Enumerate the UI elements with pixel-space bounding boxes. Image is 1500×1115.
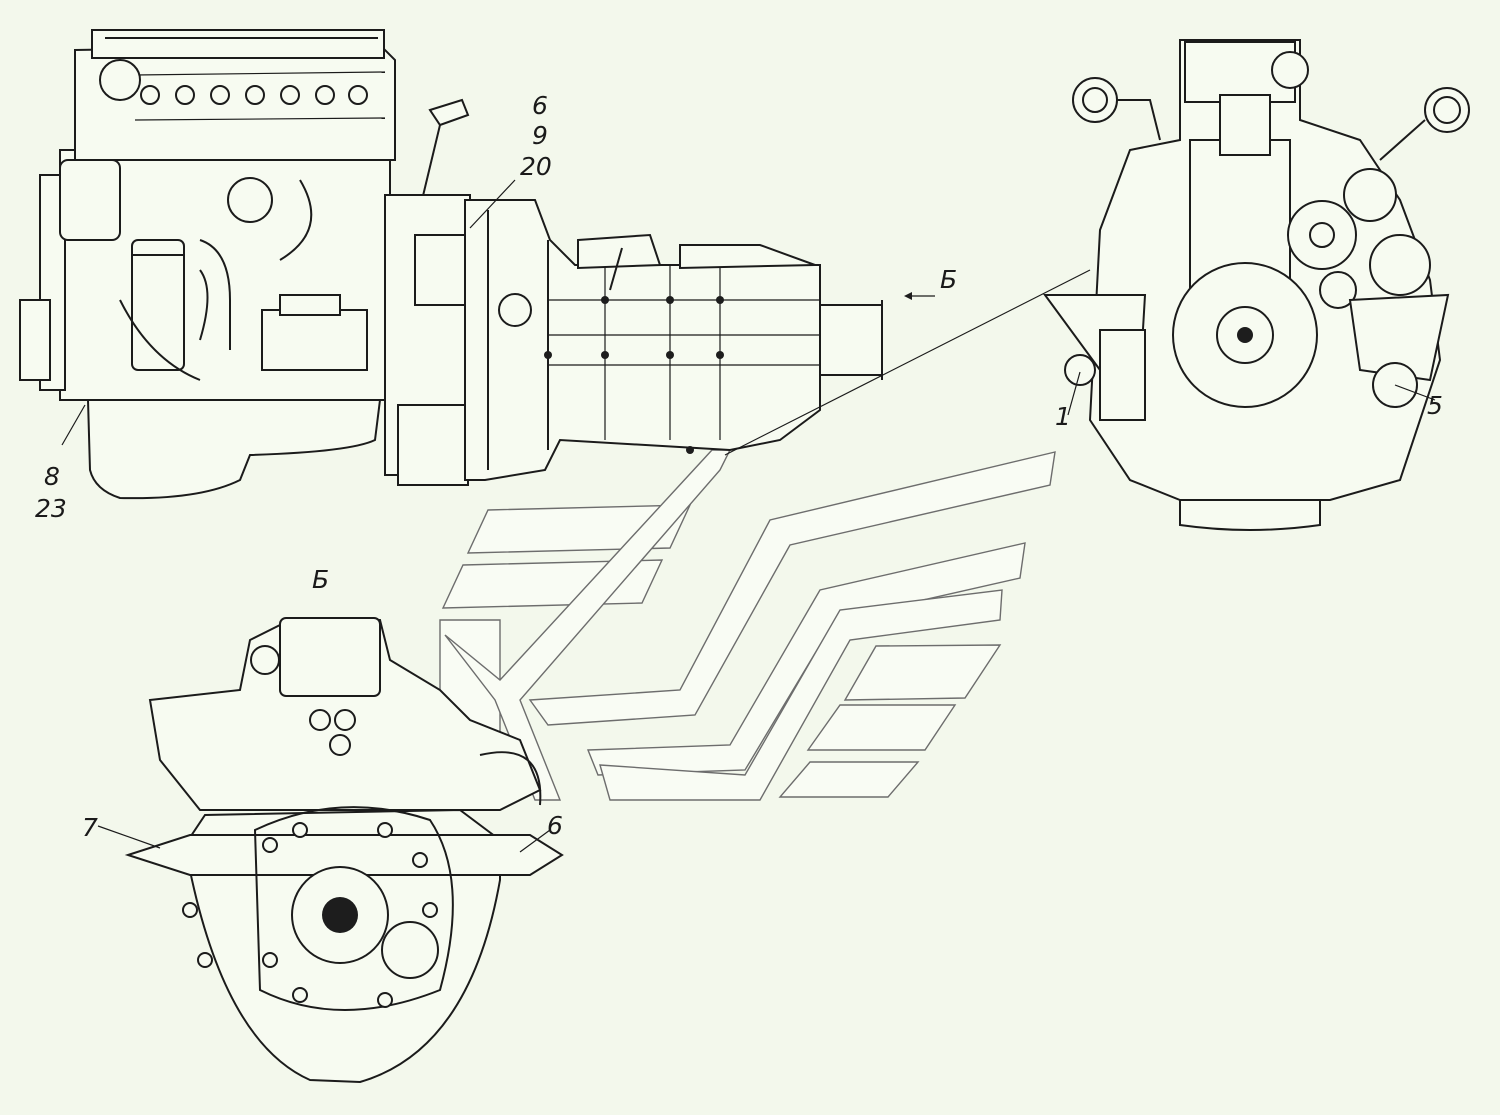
callout-7: 7 [82, 813, 98, 842]
callout-8: 8 [44, 462, 60, 491]
front-view-engine [724, 39, 1470, 531]
head-bolt-row [134, 71, 386, 121]
callout-5: 5 [1427, 391, 1443, 420]
side-view-powertrain [19, 29, 883, 500]
rear-housing-bolts [182, 822, 438, 1008]
callout-6-top: 6 [532, 91, 548, 120]
rear-view-gearbox [97, 617, 564, 1084]
view-title-b: Б [312, 565, 329, 594]
callout-1: 1 [1055, 402, 1071, 431]
callout-23: 23 [35, 494, 67, 523]
callout-9: 9 [532, 121, 548, 150]
callout-20: 20 [520, 152, 552, 181]
callout-6-bottom: 6 [547, 811, 563, 840]
gearbox-bolts [544, 296, 724, 454]
view-arrow-label: Б [940, 265, 957, 294]
stripe-bands [439, 449, 1056, 803]
view-arrow-b [904, 292, 935, 300]
